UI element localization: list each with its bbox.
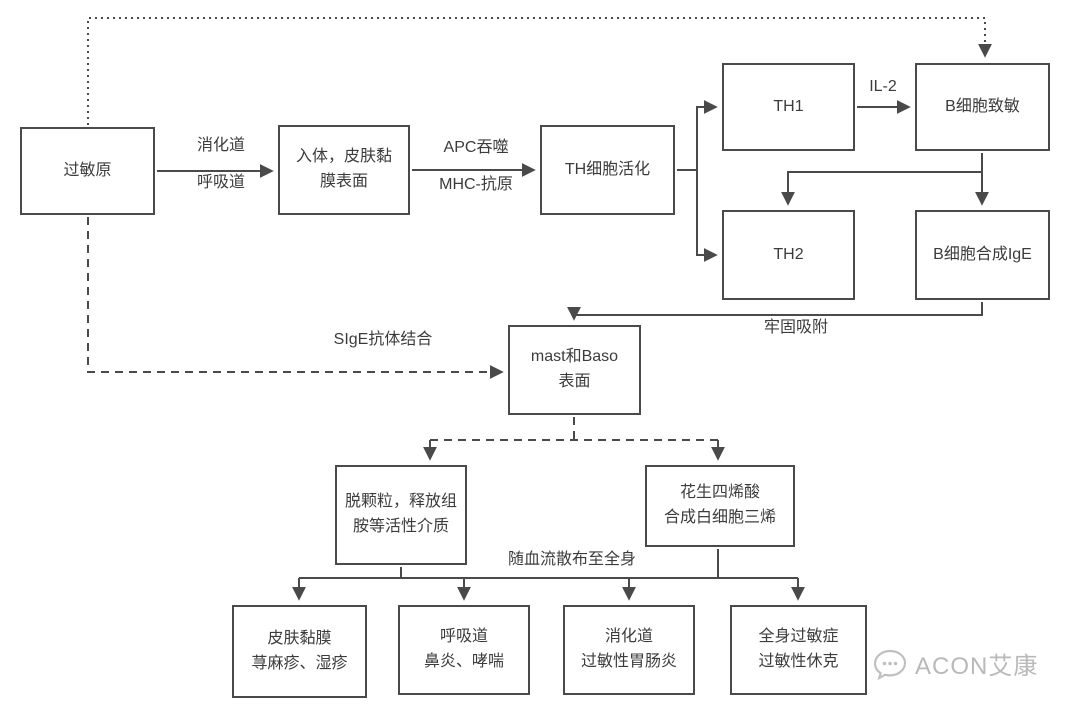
node-systemic-allergy: 全身过敏症 过敏性休克 [730,605,867,695]
edge-label-apc-phagocytosis: APC吞噬 [443,139,509,156]
node-th1: TH1 [722,63,855,151]
edge-branch-to-th2 [696,170,718,262]
watermark-brand-text: ACON艾康 [915,653,1039,680]
node-systemic-allergy-text-1: 全身过敏症 [758,628,839,646]
edge-label-sige-binding: SIgE抗体结合 [333,331,433,348]
node-digestive-tract: 消化道 过敏性胃肠炎 [563,605,695,695]
node-arachidonic-acid: 花生四烯酸 合成白细胞三烯 [645,465,795,547]
node-mast-baso-text-1: mast和Baso [530,348,619,366]
edge-label-digestive-tract: 消化道 [196,137,245,154]
node-degranulation-text-1: 脱颗粒，释放组 [344,493,457,511]
node-respiratory-tract-text-2: 鼻炎、哮喘 [423,653,504,670]
edge-bige-to-mast [567,302,983,321]
node-respiratory-tract-text-1: 呼吸道 [439,628,488,646]
node-b-synthesize-ige-text: B细胞合成IgE [933,245,1032,263]
edge-branch-to-th1 [696,100,718,170]
edge-bsensitized-to-th2 [781,171,982,206]
node-mast-baso-surface: mast和Baso 表面 [508,325,641,415]
node-systemic-allergy-text-2: 过敏性休克 [758,653,839,670]
watermark: ACON艾康 [872,646,1038,681]
edge-label-respiratory-tract: 呼吸道 [196,174,245,191]
node-entry-surface: 入体，皮肤黏 膜表面 [278,125,410,215]
node-allergen: 过敏原 [20,127,155,215]
node-th1-text: TH1 [773,97,804,115]
edge-label-mhc-antigen: MHC-抗原 [439,176,513,193]
edge-allergen-to-mast-dashed [87,217,504,379]
node-allergen-text: 过敏原 [63,161,112,179]
node-mast-baso-text-2: 表面 [558,373,591,390]
node-b-sensitized: B细胞致敏 [915,63,1050,151]
node-arachidonic-acid-text-1: 花生四烯酸 [679,484,760,502]
node-degranulation: 脱颗粒，释放组 胺等活性介质 [335,465,467,565]
edge-label-firm-adsorption: 牢固吸附 [763,319,828,336]
node-th-activation: TH细胞活化 [540,125,675,215]
node-th-activation-text: TH细胞活化 [564,160,651,178]
node-skin-mucosa-text-1: 皮肤黏膜 [267,629,332,647]
node-entry-surface-text-1: 入体，皮肤黏 [295,148,392,166]
edge-label-blood-spread: 随血流散布至全身 [507,551,636,568]
node-skin-mucosa-text-2: 荨麻疹、湿疹 [251,654,348,672]
node-degranulation-text-2: 胺等活性介质 [352,518,449,535]
node-digestive-tract-text-1: 消化道 [604,628,653,646]
acon-logo-icon [872,648,908,680]
node-b-synthesize-ige: B细胞合成IgE [915,210,1050,300]
node-entry-surface-text-2: 膜表面 [319,173,368,190]
node-skin-mucosa: 皮肤黏膜 荨麻疹、湿疹 [232,605,367,698]
node-b-sensitized-text: B细胞致敏 [945,97,1020,115]
node-arachidonic-acid-text-2: 合成白细胞三烯 [663,509,776,526]
edge-label-il2: IL-2 [869,78,897,95]
node-th2-text: TH2 [773,245,804,263]
node-th2: TH2 [722,210,855,300]
node-respiratory-tract: 呼吸道 鼻炎、哮喘 [398,605,530,695]
node-digestive-tract-text-2: 过敏性胃肠炎 [580,653,677,670]
